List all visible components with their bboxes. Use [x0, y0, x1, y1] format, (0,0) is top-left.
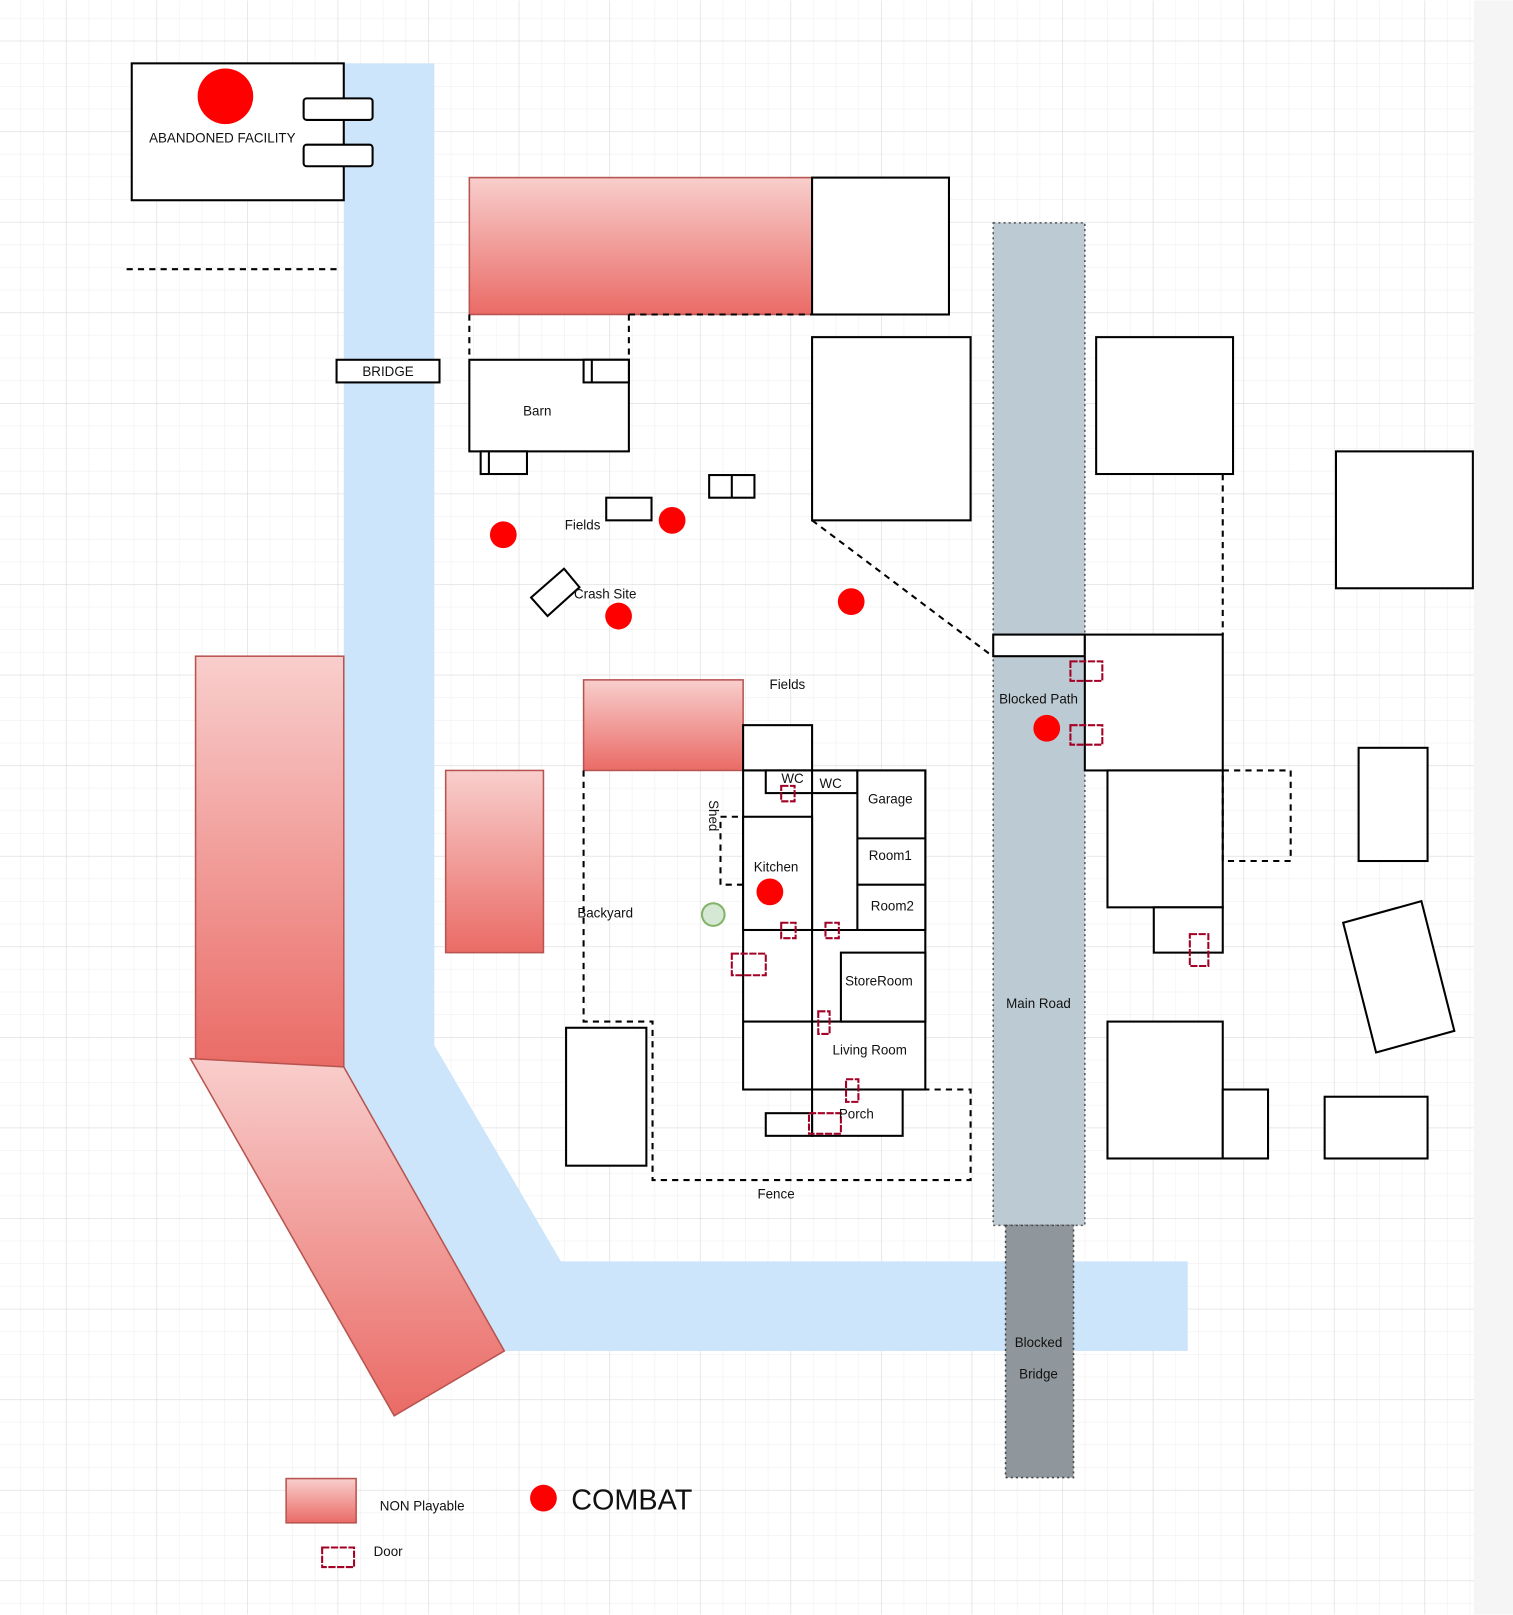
legend-door-icon [321, 1546, 356, 1569]
combat-marker [605, 602, 632, 630]
building [1106, 769, 1224, 909]
label-blocked-path: Blocked Path [999, 692, 1078, 707]
door-icon [730, 952, 767, 977]
label-fields: Fields [770, 677, 806, 692]
dashed-boundary [468, 313, 813, 360]
legend-combat-label: COMBAT [571, 1484, 692, 1516]
legend-non-playable-swatch [285, 1477, 357, 1524]
door-icon [780, 784, 796, 803]
kitchen-room [742, 815, 814, 932]
label-main-road: Main Road [1006, 996, 1071, 1011]
label-abandoned-facility: ABANDONED FACILITY [149, 131, 295, 146]
crash-site-wreck [529, 567, 581, 618]
label-room1: Room1 [869, 848, 912, 863]
combat-marker [658, 506, 686, 534]
building [1106, 1020, 1224, 1160]
door-icon [824, 921, 840, 940]
river-road [343, 63, 1188, 1351]
small-structure [605, 496, 653, 522]
combat-marker [837, 588, 865, 616]
label-fence: Fence [757, 1187, 794, 1202]
combat-marker [197, 68, 254, 125]
legend-combat-icon [530, 1484, 557, 1512]
right-panel-edge[interactable] [1473, 0, 1513, 1615]
combat-marker [756, 878, 784, 906]
label-garage: Garage [868, 791, 913, 806]
label-shed: Shed [706, 800, 721, 831]
non-playable-area [582, 679, 744, 772]
blocked-path-barrier [992, 633, 1086, 658]
label-crash-site: Crash Site [574, 587, 636, 602]
legend-door-label: Door [374, 1544, 404, 1559]
player-start-marker [700, 902, 726, 927]
blocked-bridge [1004, 1224, 1075, 1479]
porch-steps [764, 1112, 814, 1137]
door-icon [780, 921, 797, 940]
door-icon [807, 1112, 842, 1135]
building [1152, 906, 1224, 954]
facility-dock [302, 97, 374, 121]
label-bridge-blocked: Bridge [1019, 1367, 1058, 1382]
combat-marker [1033, 714, 1061, 742]
building [811, 176, 950, 316]
combat-marker [489, 521, 517, 549]
label-living-room: Living Room [833, 1043, 907, 1058]
building [1083, 633, 1224, 772]
legend: NON Playable Door COMBAT [285, 1477, 692, 1569]
label-bridge: BRIDGE [362, 364, 413, 379]
non-playable-area [444, 769, 545, 954]
non-playable-area [189, 1057, 506, 1417]
label-fields: Fields [565, 518, 601, 533]
label-kitchen: Kitchen [754, 859, 799, 874]
door-icon [1188, 933, 1210, 968]
facility-dock [302, 143, 374, 168]
label-wc: WC [819, 776, 842, 791]
building [811, 336, 972, 522]
backyard-fence [582, 770, 972, 1182]
building [742, 724, 814, 772]
barn-annex [479, 450, 529, 476]
door-icon [845, 1078, 860, 1103]
label-room2: Room2 [871, 898, 914, 913]
door-icon [1069, 724, 1104, 746]
building [1357, 746, 1429, 863]
dashed-yard [1221, 769, 1292, 863]
bridge-sign [335, 358, 441, 384]
legend-non-playable-label: NON Playable [380, 1498, 465, 1513]
building [1334, 450, 1474, 590]
label-blocked: Blocked [1015, 1335, 1063, 1350]
label-backyard: Backyard [577, 906, 633, 921]
door-icon [817, 1010, 831, 1035]
storeroom [839, 951, 927, 1023]
label-porch: Porch [839, 1106, 874, 1121]
non-playable-area [468, 176, 813, 316]
dashed-boundary [811, 519, 992, 656]
garage-room [856, 769, 927, 932]
barn-annex [582, 358, 630, 384]
building [1221, 1088, 1270, 1160]
label-storeroom: StoreRoom [845, 974, 913, 989]
label-barn: Barn [523, 403, 551, 418]
building [565, 1026, 648, 1167]
door-icon [1069, 660, 1104, 682]
building [1341, 899, 1456, 1054]
building [1095, 336, 1235, 476]
building [1323, 1095, 1429, 1160]
non-playable-area [194, 655, 345, 1068]
label-wc: WC [781, 771, 804, 786]
